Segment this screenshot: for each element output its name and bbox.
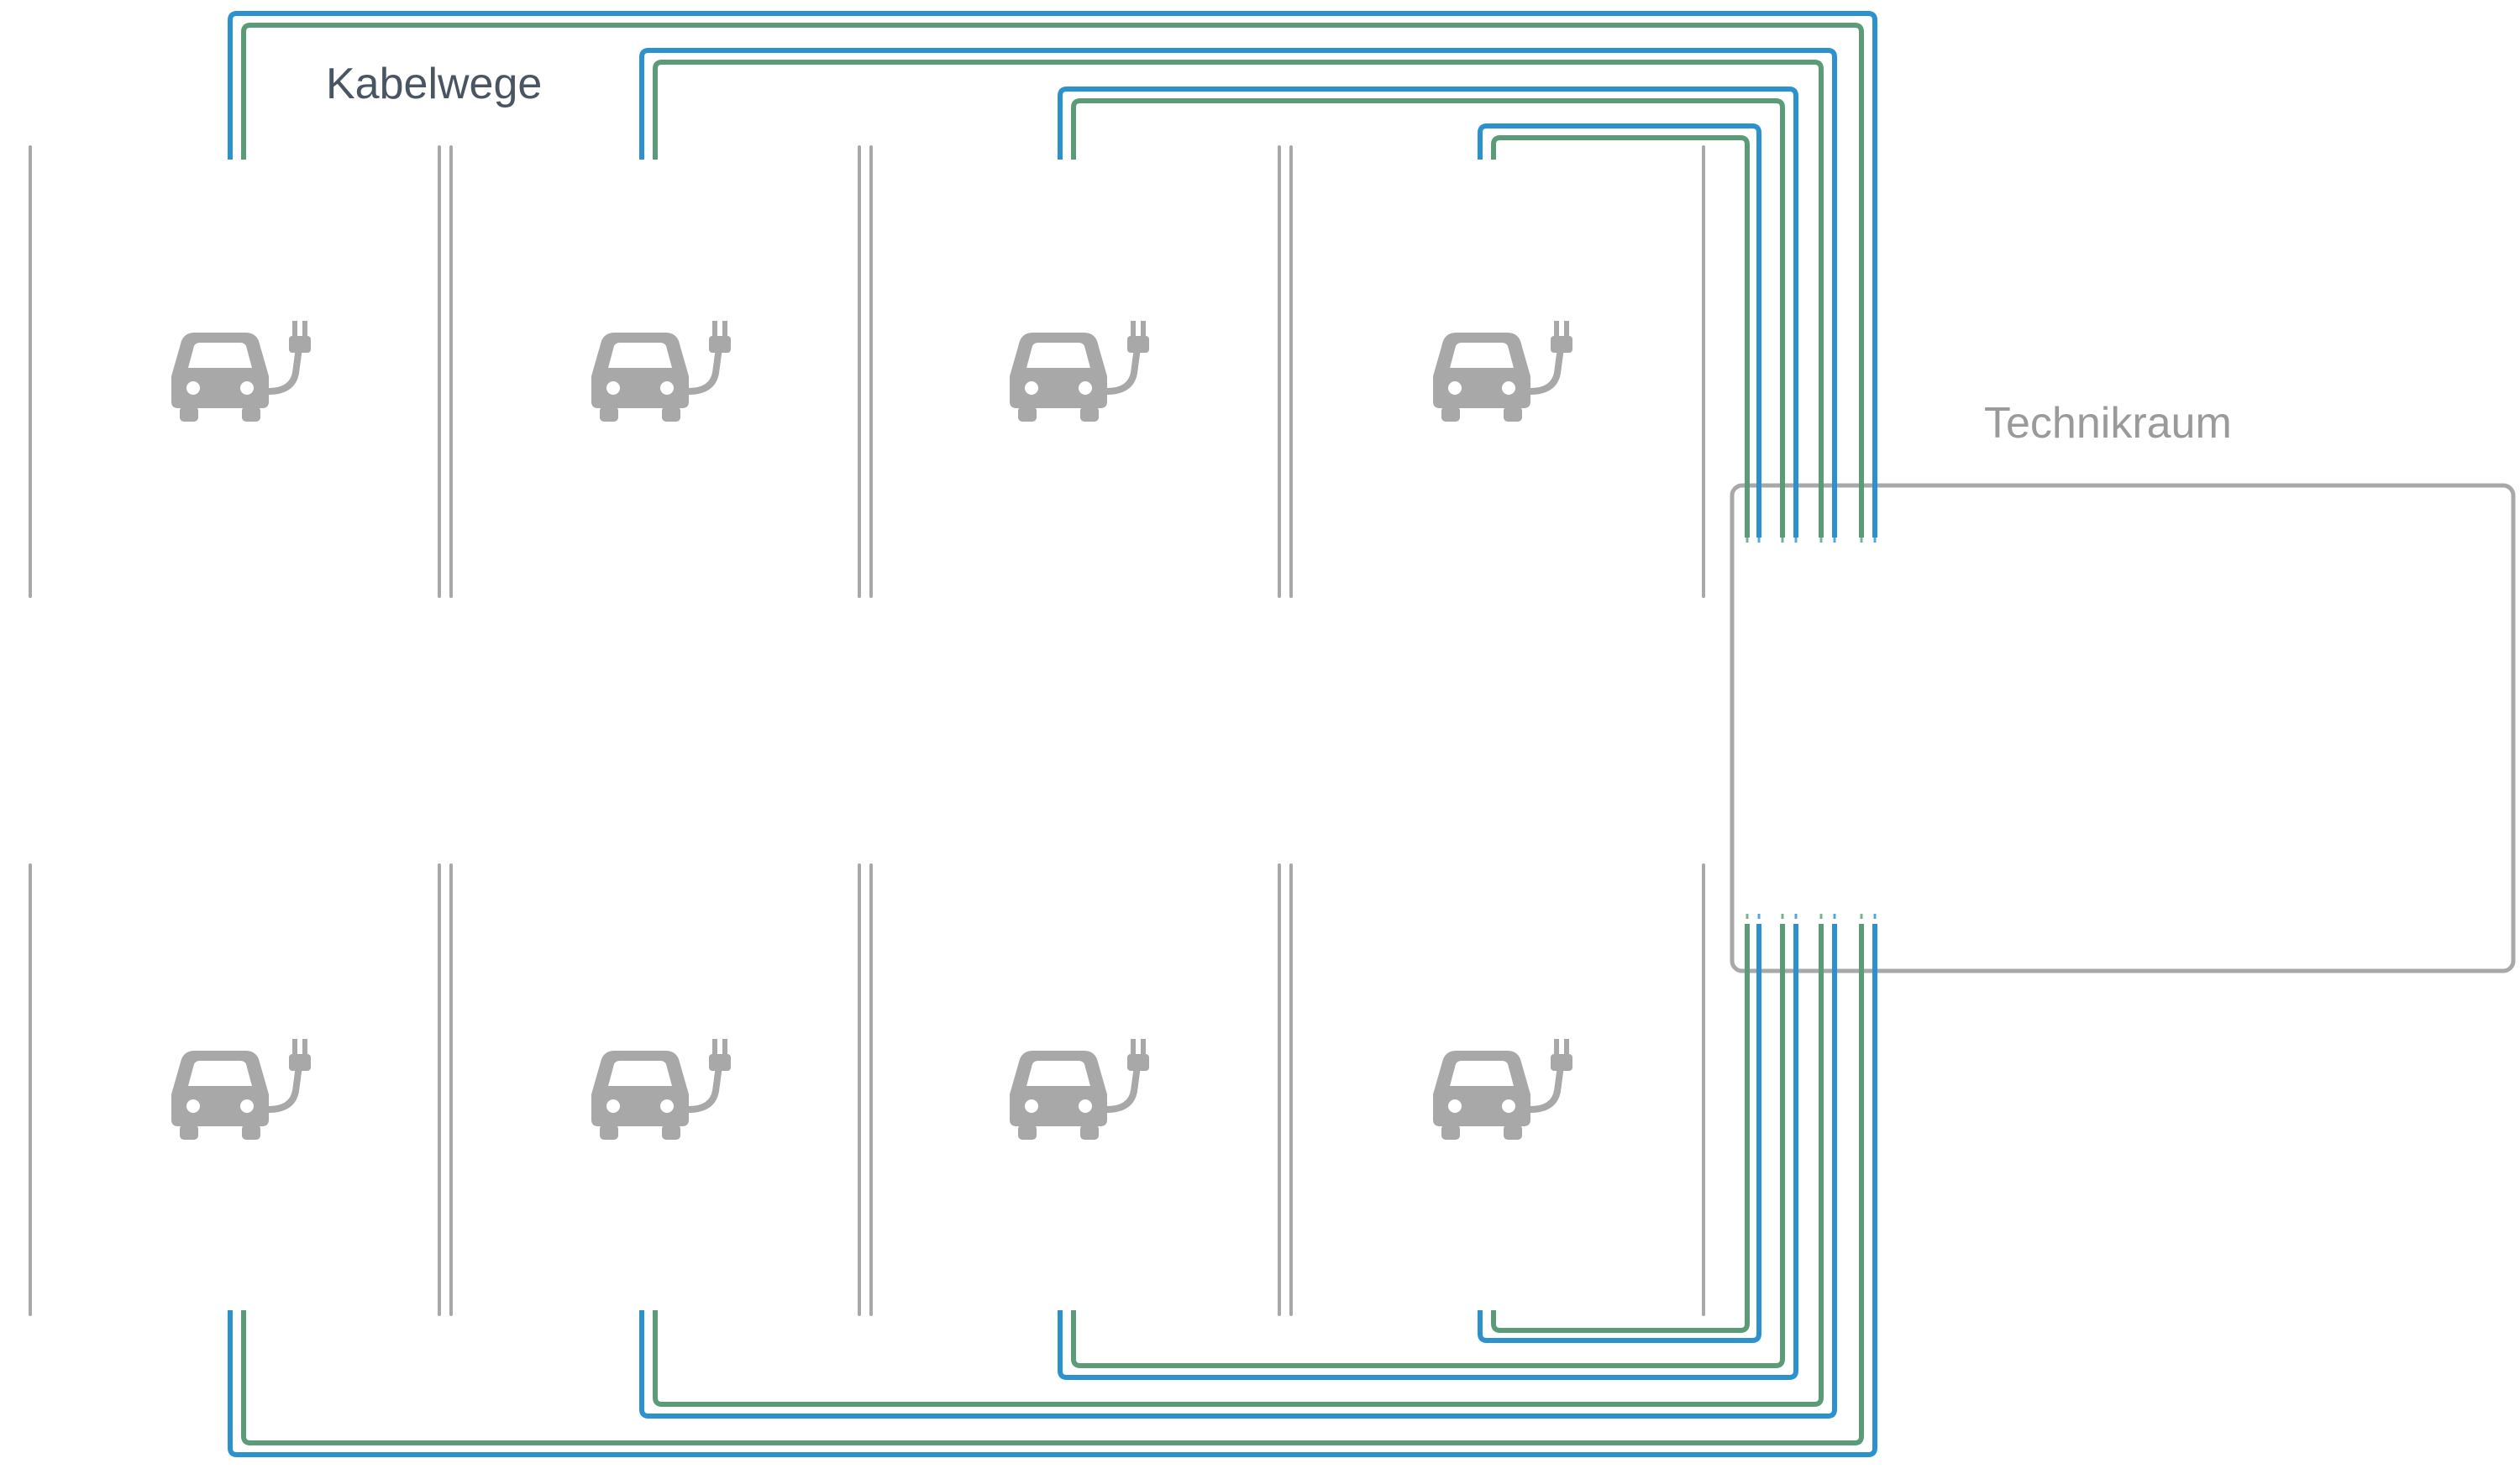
ev-charging-car-icon: [1010, 321, 1149, 422]
cable-blue-bottom-3: [1058, 924, 1798, 1380]
cable-green-top-2: [653, 60, 1824, 538]
cable-green-top-1: [241, 23, 1864, 538]
technikraum-box: [1730, 483, 2516, 973]
cable-blue-bottom-2: [639, 924, 1837, 1419]
cable-green-bottom-3: [1071, 924, 1785, 1368]
cable-blue-bottom-4: [1478, 924, 1761, 1343]
ev-charging-car-icon: [171, 321, 311, 422]
technikraum-label: Technikraum: [1984, 399, 2232, 448]
ev-charging-car-icon: [591, 321, 731, 422]
cable-green-bottom-2: [653, 924, 1824, 1407]
cable-blue-top-3: [1058, 87, 1798, 538]
ev-charging-car-icon: [1433, 1039, 1572, 1140]
cable-blue-top-4: [1478, 123, 1761, 538]
cable-green-top-3: [1071, 98, 1785, 538]
cable-blue-bottom-1: [228, 924, 1877, 1457]
cable-blue-top-2: [639, 48, 1837, 538]
cable-green-top-4: [1491, 135, 1750, 538]
ev-charging-car-icon: [1010, 1039, 1149, 1140]
cable-green-bottom-1: [241, 924, 1864, 1445]
ev-charging-car-icon: [171, 1039, 311, 1140]
cable-green-bottom-4: [1491, 924, 1750, 1333]
ev-charging-car-icon: [1433, 321, 1572, 422]
cable-blue-top-1: [228, 11, 1877, 538]
ev-charging-car-icon: [591, 1039, 731, 1140]
diagram-title: Kabelwege: [326, 60, 543, 108]
